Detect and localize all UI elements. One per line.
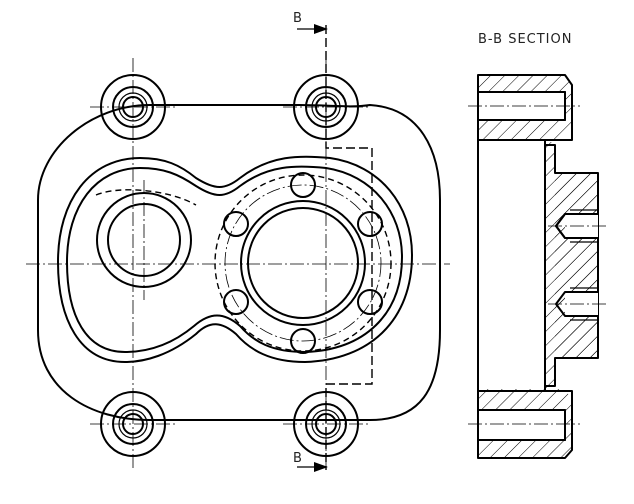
- section-outline: [477, 74, 599, 459]
- bolt-circle-hidden: [214, 174, 392, 352]
- cut-arrow-top: [297, 24, 328, 34]
- bolt-holes: [223, 172, 383, 354]
- right-bore-outer: [240, 200, 366, 326]
- hatch-core: [545, 173, 598, 358]
- section-title: B-B SECTION: [478, 32, 572, 47]
- right-bore-inner: [247, 207, 359, 319]
- cut-label-bottom: B: [293, 451, 303, 466]
- bolt-circle-centerline: [224, 184, 382, 342]
- housing-outline: [37, 104, 441, 421]
- section-view: B-B SECTION: [468, 32, 608, 459]
- hatch-top-flange: [478, 75, 572, 140]
- cut-label-top: B: [293, 11, 303, 26]
- hatch-bottom-flange: [478, 389, 572, 458]
- cut-arrow-bottom: [297, 462, 328, 472]
- gear-cavity-outer: [57, 155, 413, 363]
- cutting-plane-line: [325, 25, 373, 470]
- gear-cavity-inner: [66, 165, 403, 353]
- front-view: B B: [26, 11, 450, 472]
- left-hidden-outline: [95, 189, 197, 206]
